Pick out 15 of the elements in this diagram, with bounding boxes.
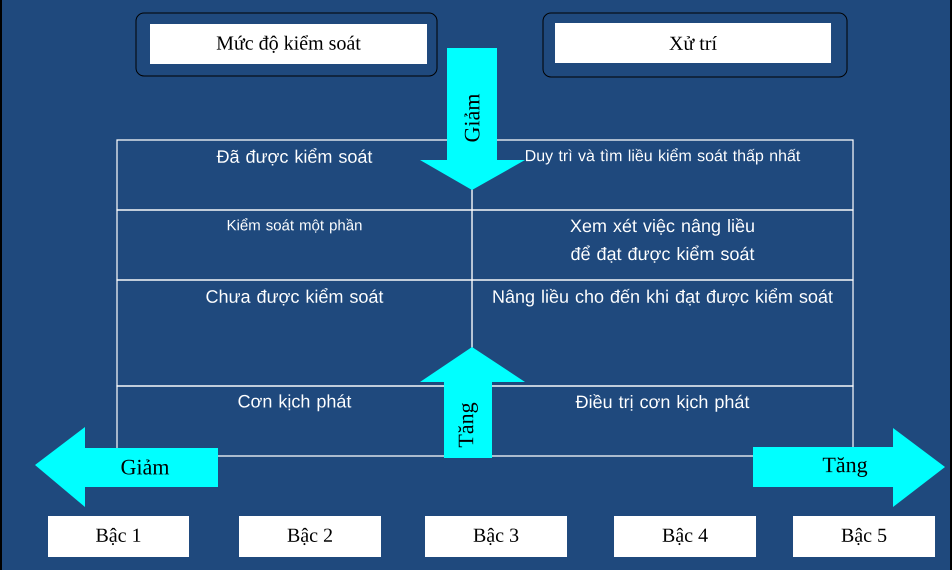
cell-text: Xem xét việc nâng liều để đạt được kiểm soát bbox=[570, 218, 754, 263]
cell-text: Đã được kiểm soát bbox=[216, 148, 372, 166]
cell-text: Cơn kịch phát bbox=[238, 394, 352, 412]
header-box: Xử trí bbox=[542, 12, 848, 78]
cell-text: Điều trị cơn kịch phát bbox=[576, 394, 750, 412]
cell-text: Duy trì và tìm liều kiểm soát thấp nhất bbox=[526, 148, 800, 164]
cell-text: Chưa được kiểm soát bbox=[206, 288, 384, 306]
header-box: Mức độ kiểm soát bbox=[136, 12, 438, 76]
step-box: Bậc 2 bbox=[239, 516, 381, 557]
cell-text: Kiểm soát một phần bbox=[228, 218, 362, 234]
step-box: Bậc 3 bbox=[425, 516, 567, 557]
step-box: Bậc 1 bbox=[48, 516, 189, 557]
cell-text: Nâng liều cho đến khi đạt được kiểm soát bbox=[493, 288, 833, 306]
step-box: Bậc 5 bbox=[793, 516, 936, 557]
step-box: Bậc 4 bbox=[614, 516, 756, 557]
